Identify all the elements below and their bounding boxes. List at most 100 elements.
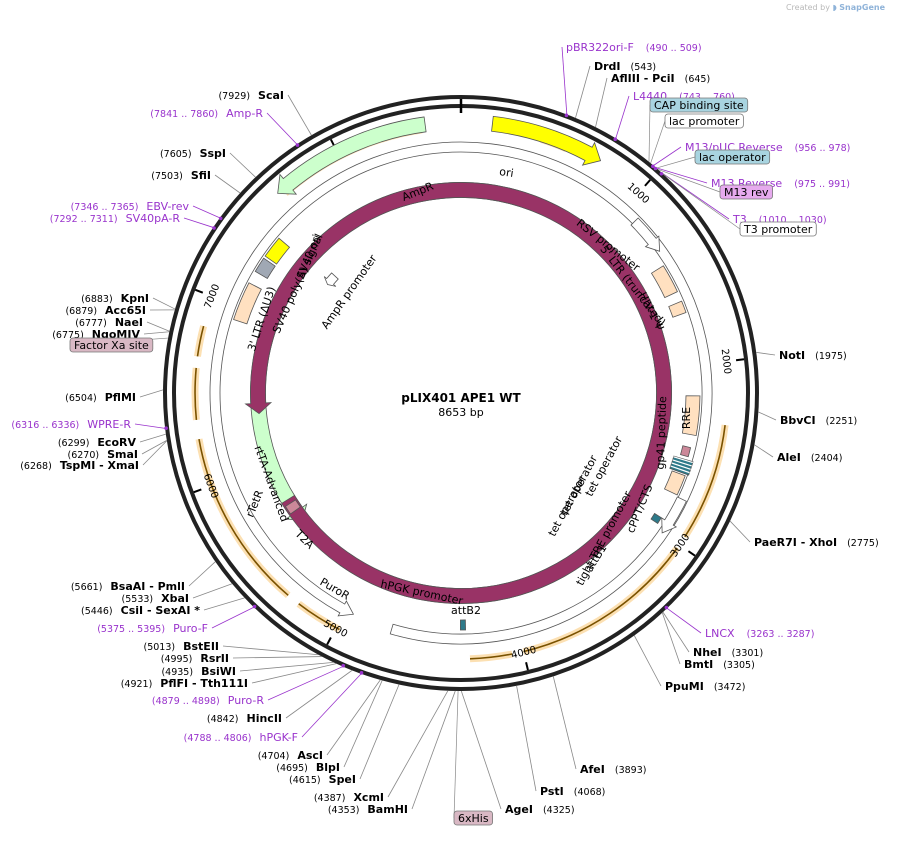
leader-line (214, 174, 241, 194)
feature-label: RRE (680, 407, 693, 429)
site-name: SfiI (191, 169, 211, 182)
primer-marker (164, 426, 168, 431)
restriction-site[interactable]: SmaI (6270) (68, 448, 139, 461)
boxed-label-text: T3 promoter (743, 223, 813, 236)
restriction-site[interactable]: PstI(4068) (540, 785, 605, 798)
boxed-label-box (649, 97, 749, 113)
primer-marker (341, 663, 346, 668)
boxed-feature-label[interactable]: Factor Xa site (69, 337, 154, 353)
boxed-feature-label[interactable]: CAP binding site (649, 97, 749, 113)
restriction-site[interactable]: BamHI(4353) (328, 803, 408, 816)
restriction-site[interactable]: TspMI - XmaI(6268) (20, 459, 139, 472)
restriction-site[interactable]: PflFI - Tth111I(4921) (121, 677, 248, 690)
leader-line (633, 635, 662, 687)
restriction-site[interactable]: NaeI(6777) (75, 316, 143, 329)
site-name: Acc65I (105, 304, 146, 317)
leader-line (192, 583, 233, 599)
primer[interactable]: Amp-R(7841 .. 7860) (150, 107, 263, 120)
leader-line (134, 423, 166, 429)
restriction-site[interactable]: NheI(3301) (693, 646, 763, 659)
restriction-site[interactable]: AflIII - PciI(645) (611, 72, 710, 85)
restriction-site[interactable]: PaeR7I - XhoI(2775) (754, 536, 879, 549)
restriction-site[interactable]: BmtI(3305) (684, 658, 755, 671)
restriction-site[interactable]: NotI(1975) (779, 349, 847, 362)
tick-label: 7000 (203, 283, 222, 311)
leader-line (229, 152, 256, 178)
site-name: BlpI (316, 761, 340, 774)
primer-range: (7841 .. 7860) (150, 109, 218, 120)
tick-mark (326, 637, 332, 646)
restriction-site[interactable]: ScaI(7929) (218, 89, 284, 102)
site-position: (4842) (207, 714, 239, 725)
site-position: (4387) (314, 793, 346, 804)
restriction-site[interactable]: CsiI - SexAI *(5446) (81, 604, 200, 617)
site-name: XbaI (161, 592, 189, 605)
site-name: AflIII - PciI (611, 72, 675, 85)
leader-line (460, 690, 502, 810)
restriction-site[interactable]: RsrII(4995) (161, 652, 229, 665)
site-position: (4704) (258, 751, 290, 762)
site-name: EcoRV (97, 436, 136, 449)
restriction-site[interactable]: BbvCI(2251) (780, 414, 857, 427)
primer-marker (564, 113, 569, 118)
boxed-feature-label[interactable]: T3 promoter (739, 221, 817, 237)
leader-line (139, 389, 164, 398)
primer-marker (212, 226, 216, 230)
restriction-site[interactable]: SspI(7605) (160, 147, 226, 160)
restriction-site[interactable]: AscI(4704) (258, 749, 323, 762)
site-position: (6270) (68, 450, 100, 461)
restriction-site[interactable]: PflMI(6504) (65, 391, 136, 404)
primer-range: (4788 .. 4806) (184, 733, 252, 744)
restriction-site[interactable]: XbaI(5533) (122, 592, 189, 605)
boxed-feature-label[interactable]: M13 rev (719, 184, 773, 200)
leader-line (188, 561, 216, 587)
primer-name: Puro-F (173, 622, 208, 635)
boxed-label-box (694, 149, 771, 165)
site-name: SmaI (107, 448, 138, 461)
restriction-site[interactable]: AleI(2404) (777, 451, 842, 464)
restriction-site[interactable]: Acc65I(6879) (65, 304, 146, 317)
restriction-site[interactable]: AgeI(4325) (505, 803, 575, 816)
boxed-feature-label[interactable]: lac promoter (664, 113, 744, 129)
restriction-site[interactable]: BlpI(4695) (276, 761, 340, 774)
site-name: RsrII (200, 652, 229, 665)
restriction-site[interactable]: KpnI(6883) (81, 292, 149, 305)
site-position: (2251) (826, 416, 858, 427)
primer-range: (3263 .. 3287) (747, 629, 815, 640)
primer[interactable]: hPGK-F(4788 .. 4806) (184, 731, 298, 744)
primer[interactable]: LNCX(3263 .. 3287) (705, 627, 814, 640)
leader-line (756, 351, 776, 356)
restriction-site[interactable]: BstEII(5013) (144, 640, 219, 653)
restriction-site[interactable]: EcoRV(6299) (58, 436, 137, 449)
restriction-site[interactable]: AfeI(3893) (580, 763, 646, 776)
primer-range: (7346 .. 7365) (71, 202, 139, 213)
feature-ampr-promoter (323, 272, 339, 287)
primer[interactable]: WPRE-R(6316 .. 6336) (11, 418, 131, 431)
leader-line (655, 167, 708, 184)
boxed-feature-label[interactable]: lac operator (694, 149, 771, 165)
site-position: (4353) (328, 805, 360, 816)
restriction-site[interactable]: SfiI(7503) (151, 169, 211, 182)
restriction-site[interactable]: BsaAI - PmlI(5661) (71, 580, 185, 593)
primer-marker (613, 137, 618, 141)
leader-line (758, 411, 777, 421)
restriction-site[interactable]: HincII(4842) (207, 712, 282, 725)
highlight-arc (469, 653, 513, 660)
primer[interactable]: SV40pA-R(7292 .. 7311) (50, 212, 181, 225)
highlight-arc (196, 325, 205, 357)
primer[interactable]: pBR322ori-F(490 .. 509) (566, 41, 702, 54)
boxed-feature-label[interactable]: 6xHis (453, 810, 493, 826)
site-position: (4935) (161, 667, 193, 678)
restriction-site[interactable]: XcmI(4387) (314, 791, 384, 804)
restriction-site[interactable]: SpeI(4615) (289, 773, 356, 786)
restriction-site[interactable]: PpuMI(3472) (665, 680, 745, 693)
site-name: TspMI - XmaI (60, 459, 139, 472)
primer[interactable]: Puro-F(5375 .. 5395) (97, 622, 208, 635)
primer[interactable]: EBV-rev(7346 .. 7365) (71, 200, 190, 213)
leader-lines (69, 46, 777, 819)
restriction-site[interactable]: BsiWI(4935) (161, 665, 236, 678)
restriction-site[interactable]: DrdI(543) (594, 60, 656, 73)
primer[interactable]: Puro-R(4879 .. 4898) (152, 694, 264, 707)
feature-ampr (277, 116, 427, 195)
